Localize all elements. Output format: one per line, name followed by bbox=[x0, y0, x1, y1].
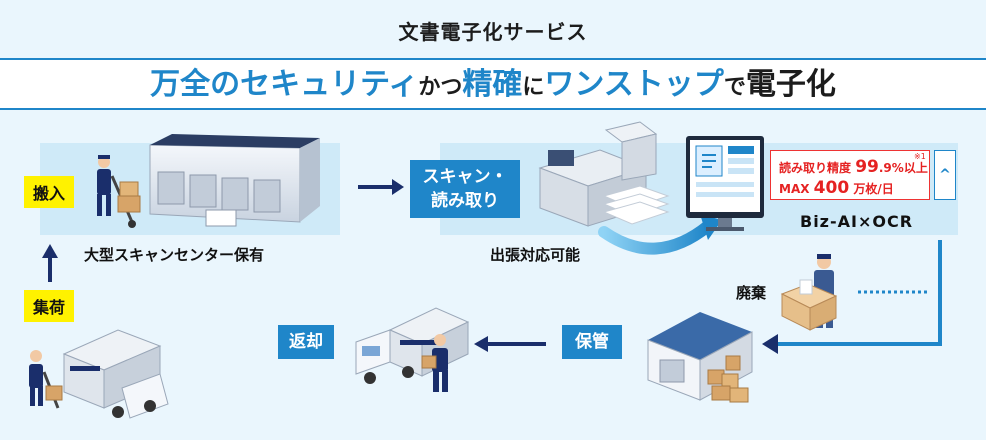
max-label: MAX bbox=[779, 182, 810, 196]
headline-banner: 万全のセキュリティかつ精確にワンストップで電子化 bbox=[0, 58, 986, 110]
headline-part2: かつ bbox=[418, 75, 463, 100]
worker-handcart-icon bbox=[97, 155, 141, 228]
step-storage-label: 保管 bbox=[562, 325, 622, 359]
accuracy-value: 99 bbox=[855, 157, 879, 177]
max-unit: 万枚/日 bbox=[853, 182, 894, 196]
step-scan-label: スキャン・ 読み取り bbox=[410, 160, 520, 218]
collection-truck-icon bbox=[29, 329, 169, 419]
scan-center-caption: 大型スキャンセンター保有 bbox=[84, 246, 265, 264]
disposal-label: 廃棄 bbox=[736, 284, 767, 302]
chevron-up-icon[interactable]: ^ bbox=[934, 150, 956, 200]
headline-part5: ワンストップ bbox=[544, 67, 724, 102]
headline-part7: 電子化 bbox=[745, 67, 836, 102]
accuracy-label: 読み取り精度 bbox=[779, 161, 852, 175]
step-scan-line1: スキャン・ bbox=[422, 167, 508, 187]
arrow-up-icon bbox=[42, 244, 58, 282]
page-title: 文書電子化サービス bbox=[398, 20, 588, 44]
ocr-logo: Biz-AI×OCR bbox=[800, 212, 914, 231]
headline: 万全のセキュリティかつ精確にワンストップで電子化 bbox=[0, 63, 986, 110]
step-return-label: 返却 bbox=[278, 325, 334, 359]
disposal-worker-icon bbox=[780, 254, 838, 331]
onsite-caption: 出張対応可能 bbox=[490, 246, 581, 264]
scan-center-building-icon bbox=[149, 134, 320, 227]
accuracy-decimal: .9% bbox=[878, 161, 904, 175]
step-scan-line2: 読み取り bbox=[431, 191, 499, 211]
accuracy-suffix: 以上 bbox=[903, 161, 928, 175]
storage-warehouse-icon bbox=[647, 312, 753, 403]
step-carry-in-label: 搬入 bbox=[24, 176, 74, 208]
arrow-to-return-icon bbox=[474, 336, 546, 352]
headline-part3: 精確 bbox=[462, 67, 523, 102]
arrow-to-scan-icon bbox=[358, 179, 404, 195]
headline-part6: で bbox=[723, 75, 746, 100]
step-collection-label: 集荷 bbox=[24, 290, 74, 322]
monitor-icon bbox=[686, 136, 764, 231]
scanner-machine-icon bbox=[538, 121, 670, 227]
footnote-mark: ※1 bbox=[914, 152, 926, 161]
headline-part1: 万全のセキュリティ bbox=[150, 67, 419, 102]
return-truck-icon bbox=[355, 307, 470, 392]
headline-part4: に bbox=[522, 75, 545, 100]
capacity-line: MAX 400 万枚/日 bbox=[779, 178, 894, 198]
accuracy-line: 読み取り精度 99.9%以上 bbox=[779, 157, 928, 177]
max-value: 400 bbox=[813, 178, 850, 198]
ocr-info-box: 読み取り精度 99.9%以上 ※1 MAX 400 万枚/日 bbox=[770, 150, 930, 200]
flow-line-to-storage-icon bbox=[762, 240, 942, 354]
scan-to-monitor-arrow-icon bbox=[598, 220, 714, 255]
